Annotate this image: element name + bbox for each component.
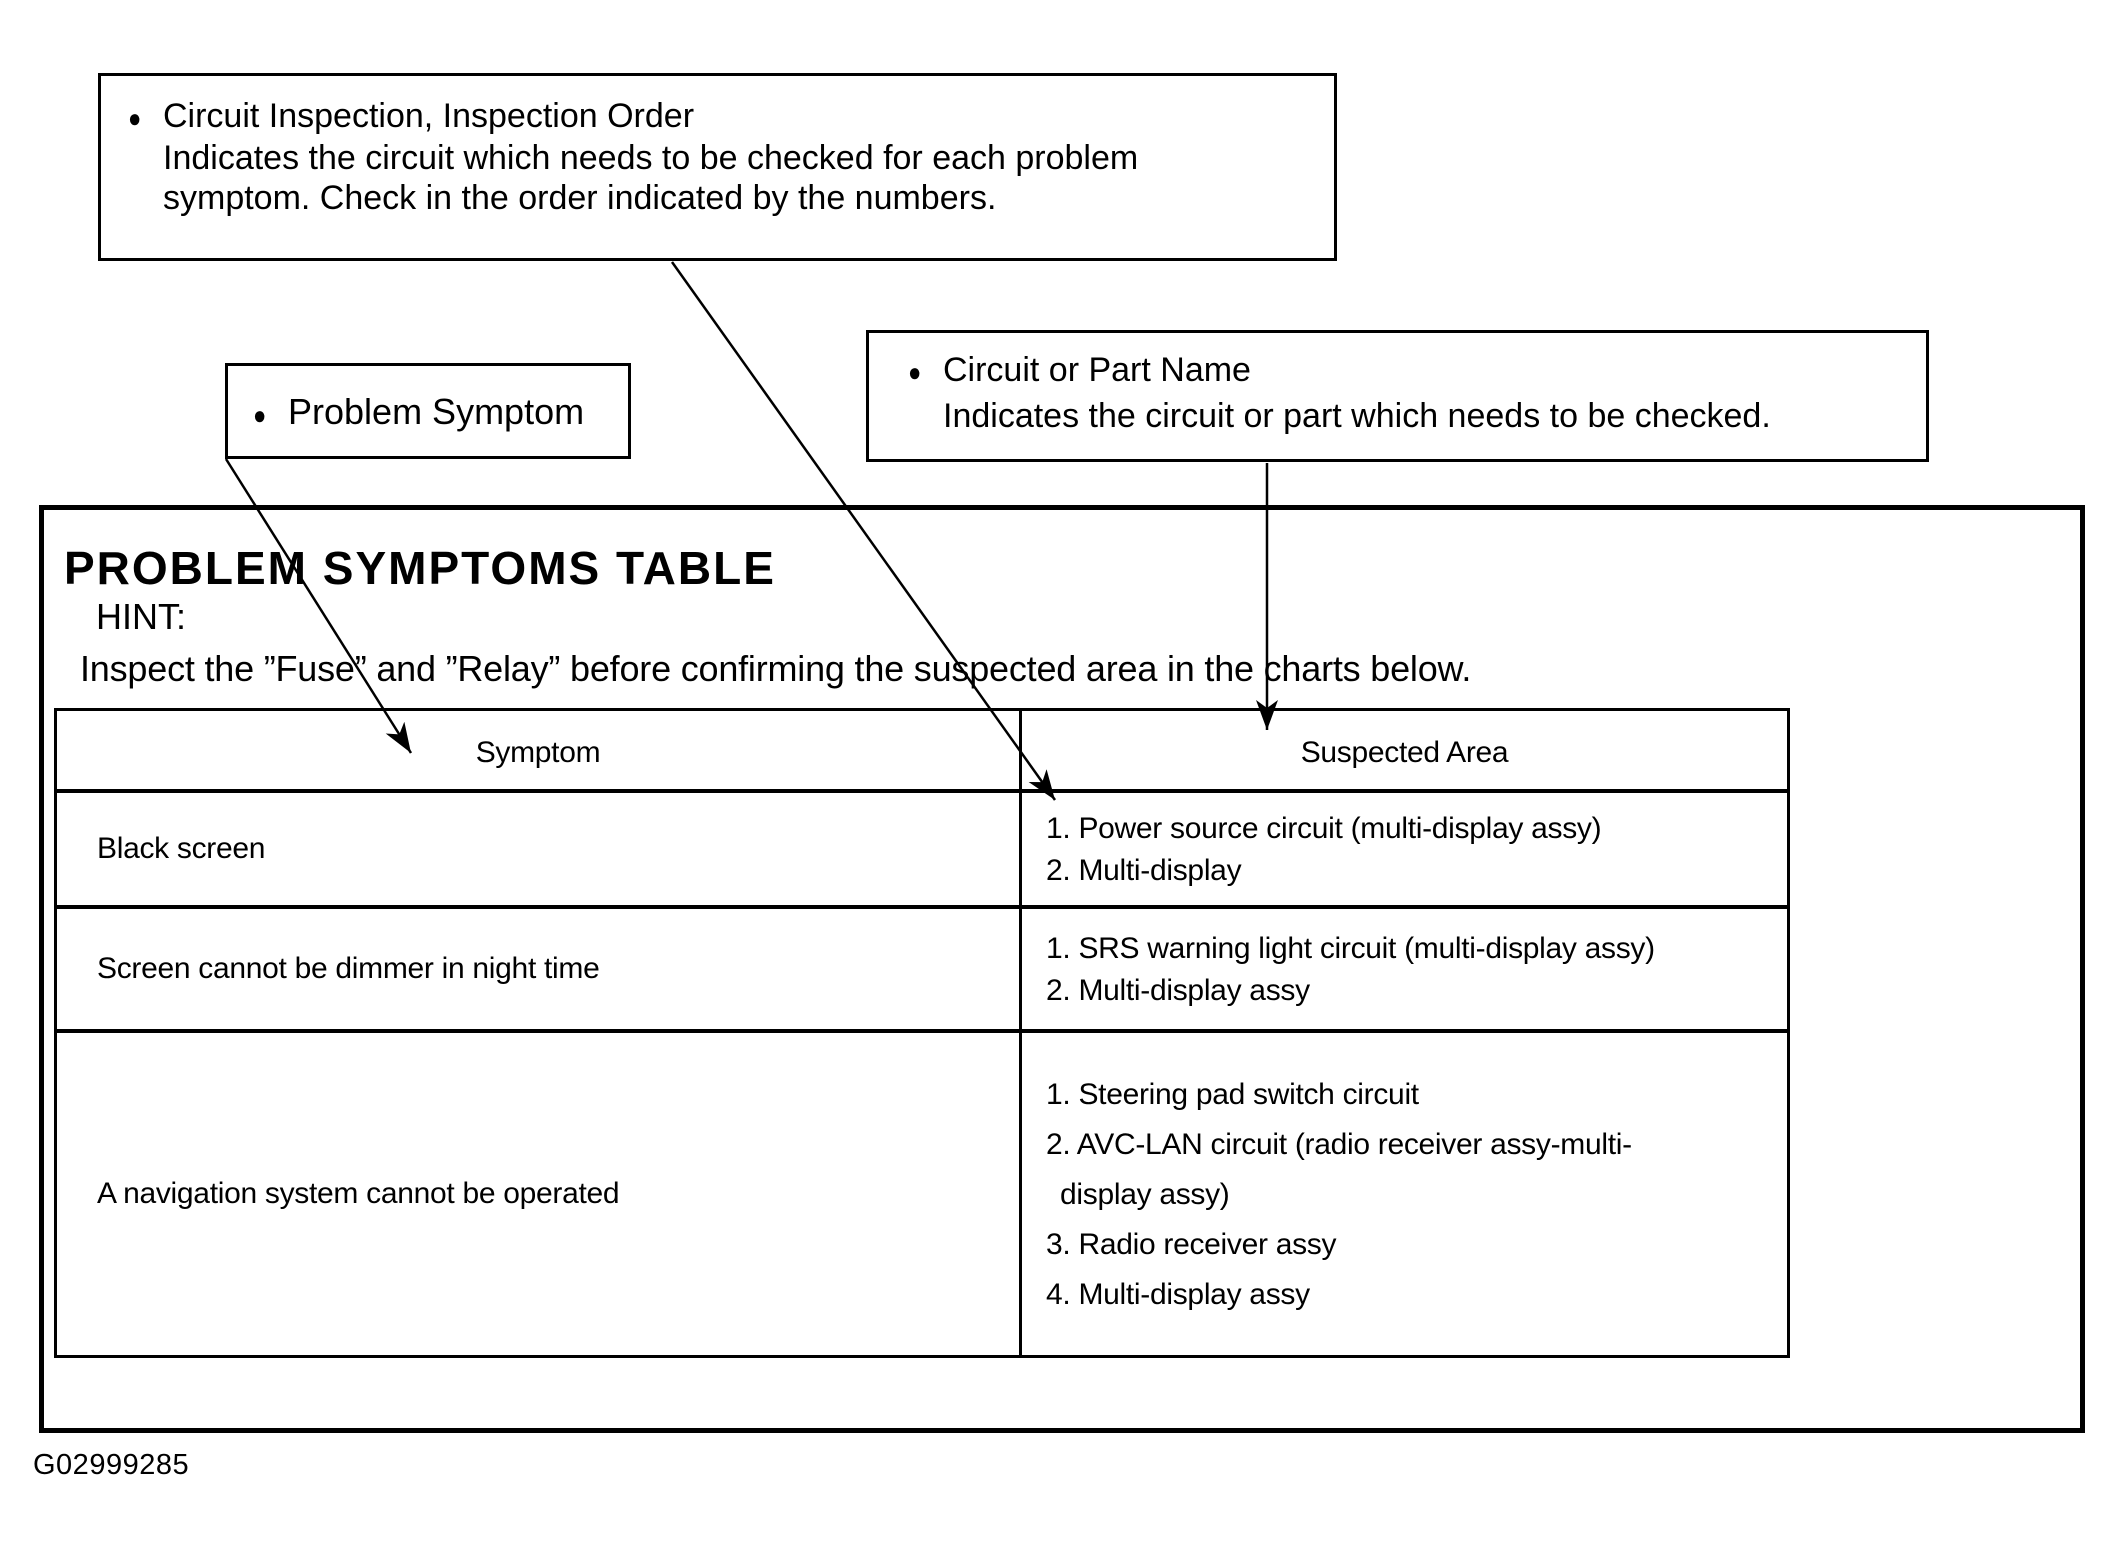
suspected-area-item-continuation: display assy)	[1060, 1177, 1230, 1211]
callout-title: Circuit or Part Name	[943, 351, 1251, 389]
suspected-area-item: 1. Steering pad switch circuit	[1046, 1077, 1419, 1111]
callout-title: Problem Symptom	[288, 391, 585, 432]
suspected-area-item: 1. SRS warning light circuit (multi-disp…	[1046, 931, 1655, 965]
callout-body-line: symptom. Check in the order indicated by…	[163, 179, 997, 217]
table-row-symptom: Black screen	[57, 793, 1022, 909]
callout-circuit-inspection: ● Circuit Inspection, Inspection Order I…	[98, 73, 1337, 261]
header-label: Symptom	[475, 736, 601, 769]
symptom-text: Screen cannot be dimmer in night time	[97, 952, 600, 985]
suspected-area-item: 4. Multi-display assy	[1046, 1277, 1310, 1311]
table-header-suspected-area: Suspected Area	[1022, 711, 1787, 793]
header-label: Suspected Area	[1300, 736, 1509, 769]
callout-title-row: ● Circuit Inspection, Inspection Order	[128, 96, 1324, 138]
problem-symptoms-table: Symptom Suspected Area Black screen 1. P…	[54, 708, 1790, 1358]
callout-body-row: Indicates the circuit or part which need…	[908, 394, 1916, 438]
callout-problem-symptom: ● Problem Symptom	[225, 363, 631, 459]
symptom-text: Black screen	[97, 832, 266, 865]
table-header-symptom: Symptom	[57, 711, 1022, 793]
table-row-suspected-areas: 1. Power source circuit (multi-display a…	[1022, 793, 1787, 909]
suspected-area-item: 2. AVC-LAN circuit (radio receiver assy-…	[1046, 1127, 1632, 1161]
figure-id: G02999285	[33, 1449, 190, 1481]
table-row-symptom: Screen cannot be dimmer in night time	[57, 909, 1022, 1033]
table-row-suspected-areas: 1. Steering pad switch circuit 2. AVC-LA…	[1022, 1033, 1787, 1355]
callout-circuit-or-part-name: ● Circuit or Part Name Indicates the cir…	[866, 330, 1929, 462]
callout-body-row: symptom. Check in the order indicated by…	[128, 178, 1324, 218]
callout-title: Circuit Inspection, Inspection Order	[163, 97, 695, 135]
suspected-area-item: 3. Radio receiver assy	[1046, 1227, 1337, 1261]
hint-label: HINT:	[96, 596, 186, 637]
table-row-symptom: A navigation system cannot be operated	[57, 1033, 1022, 1355]
bullet-icon: ●	[128, 103, 142, 133]
callout-title-row: ● Circuit or Part Name	[908, 348, 1916, 394]
callout-body-row: Indicates the circuit which needs to be …	[128, 138, 1324, 178]
bullet-icon: ●	[253, 400, 267, 430]
callout-body-line: Indicates the circuit or part which need…	[943, 397, 1771, 435]
suspected-area-item: 2. Multi-display	[1046, 853, 1242, 887]
symptom-text: A navigation system cannot be operated	[97, 1177, 620, 1210]
table-row-suspected-areas: 1. SRS warning light circuit (multi-disp…	[1022, 909, 1787, 1033]
callout-title-row: ● Problem Symptom	[253, 392, 618, 435]
hint-text: Inspect the ”Fuse” and ”Relay” before co…	[80, 648, 1472, 689]
suspected-area-item: 1. Power source circuit (multi-display a…	[1046, 811, 1602, 845]
callout-body-line: Indicates the circuit which needs to be …	[163, 139, 1139, 177]
page-title: PROBLEM SYMPTOMS TABLE	[64, 542, 776, 594]
bullet-icon: ●	[908, 357, 922, 387]
suspected-area-item: 2. Multi-display assy	[1046, 973, 1310, 1007]
